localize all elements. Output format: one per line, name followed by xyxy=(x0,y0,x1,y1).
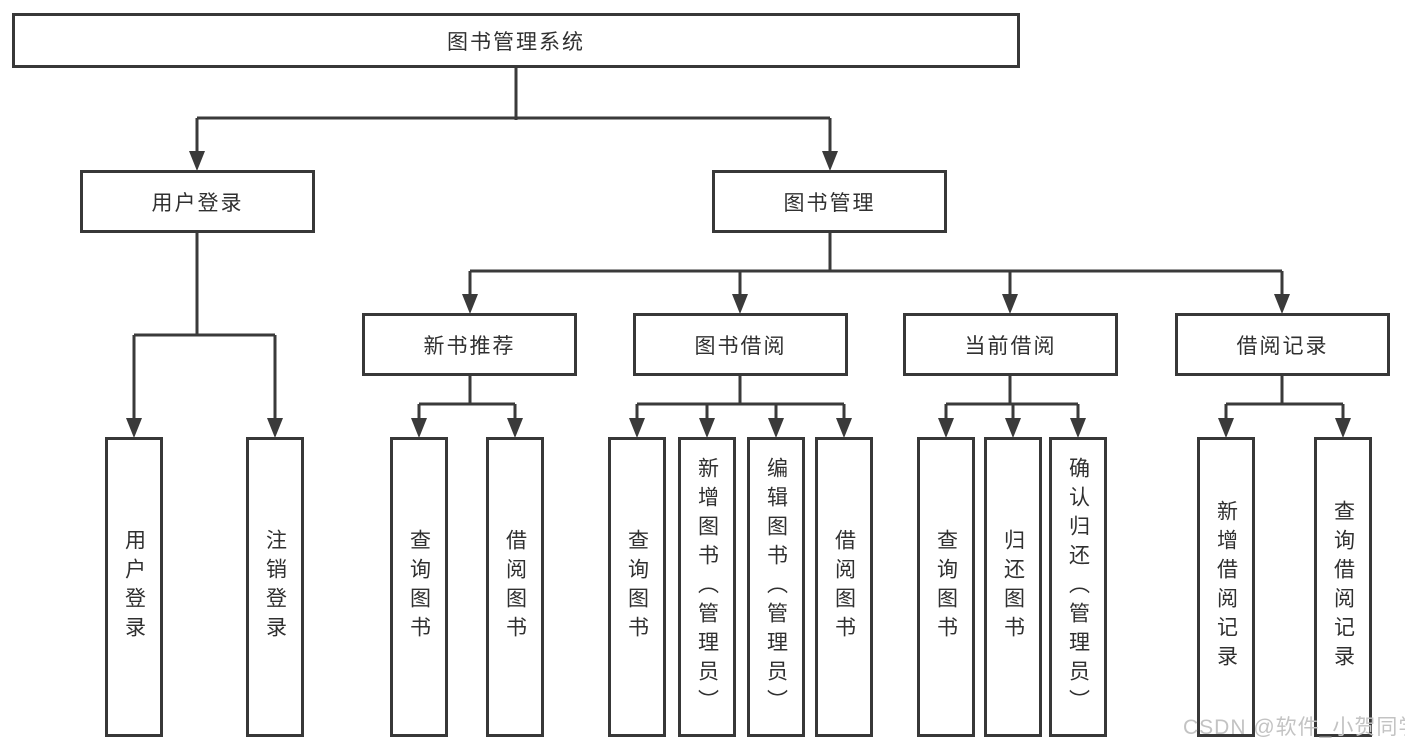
connector-book-mgmt-to-level3 xyxy=(462,233,1290,314)
node-leaf-user-login-label: 用户登录 xyxy=(122,529,146,645)
node-book-borrow-label: 图书借阅 xyxy=(694,334,787,358)
node-leaf-logout: 注销登录 xyxy=(246,437,304,737)
node-leaf-add-borrow-record: 新增借阅记录 xyxy=(1197,437,1255,737)
node-leaf-query-book-3: 查询图书 xyxy=(917,437,975,737)
node-user-login-group-label: 用户登录 xyxy=(151,191,244,215)
node-leaf-return-book-label: 归还图书 xyxy=(1001,529,1025,645)
node-current-borrow: 当前借阅 xyxy=(903,313,1118,376)
csdn-watermark: CSDN @软件_小贺同学 xyxy=(1183,716,1405,739)
node-leaf-confirm-return-admin: 确认归还（管理员） xyxy=(1049,437,1107,737)
node-leaf-edit-book-admin: 编辑图书（管理员） xyxy=(747,437,805,737)
node-leaf-edit-book-admin-label: 编辑图书（管理员） xyxy=(764,456,788,718)
node-leaf-query-borrow-record-label: 查询借阅记录 xyxy=(1331,500,1355,674)
node-leaf-query-book-1-label: 查询图书 xyxy=(407,529,431,645)
node-user-login-group: 用户登录 xyxy=(80,170,315,233)
connector-root-to-level2 xyxy=(189,68,838,171)
node-leaf-borrow-book-1-label: 借阅图书 xyxy=(503,529,527,645)
connector-borrow-records-branch xyxy=(1218,376,1351,438)
node-library-system-label: 图书管理系统 xyxy=(447,30,585,54)
connector-user-login-branch xyxy=(126,233,283,438)
node-leaf-borrow-book-1: 借阅图书 xyxy=(486,437,544,737)
node-leaf-return-book: 归还图书 xyxy=(984,437,1042,737)
node-leaf-add-borrow-record-label: 新增借阅记录 xyxy=(1214,500,1238,674)
connector-current-borrow-branch xyxy=(938,376,1086,438)
node-book-management-label: 图书管理 xyxy=(783,191,876,215)
node-leaf-query-book-3-label: 查询图书 xyxy=(934,529,958,645)
node-leaf-query-book-1: 查询图书 xyxy=(390,437,448,737)
node-book-borrow: 图书借阅 xyxy=(633,313,848,376)
node-leaf-query-book-2-label: 查询图书 xyxy=(625,529,649,645)
node-library-system: 图书管理系统 xyxy=(12,13,1020,68)
node-leaf-confirm-return-admin-label: 确认归还（管理员） xyxy=(1066,456,1090,718)
node-borrow-records: 借阅记录 xyxy=(1175,313,1390,376)
node-new-book-recommend-label: 新书推荐 xyxy=(423,334,516,358)
node-borrow-records-label: 借阅记录 xyxy=(1236,334,1329,358)
node-new-book-recommend: 新书推荐 xyxy=(362,313,577,376)
connector-new-book-rec-branch xyxy=(411,376,523,438)
node-leaf-query-borrow-record: 查询借阅记录 xyxy=(1314,437,1372,737)
node-leaf-add-book-admin: 新增图书（管理员） xyxy=(678,437,736,737)
node-leaf-logout-label: 注销登录 xyxy=(263,529,287,645)
node-book-management: 图书管理 xyxy=(712,170,947,233)
node-leaf-add-book-admin-label: 新增图书（管理员） xyxy=(695,456,719,718)
node-leaf-query-book-2: 查询图书 xyxy=(608,437,666,737)
node-leaf-borrow-book-2: 借阅图书 xyxy=(815,437,873,737)
node-leaf-borrow-book-2-label: 借阅图书 xyxy=(832,529,856,645)
node-leaf-user-login: 用户登录 xyxy=(105,437,163,737)
node-current-borrow-label: 当前借阅 xyxy=(964,334,1057,358)
connector-book-borrow-branch xyxy=(629,376,852,438)
